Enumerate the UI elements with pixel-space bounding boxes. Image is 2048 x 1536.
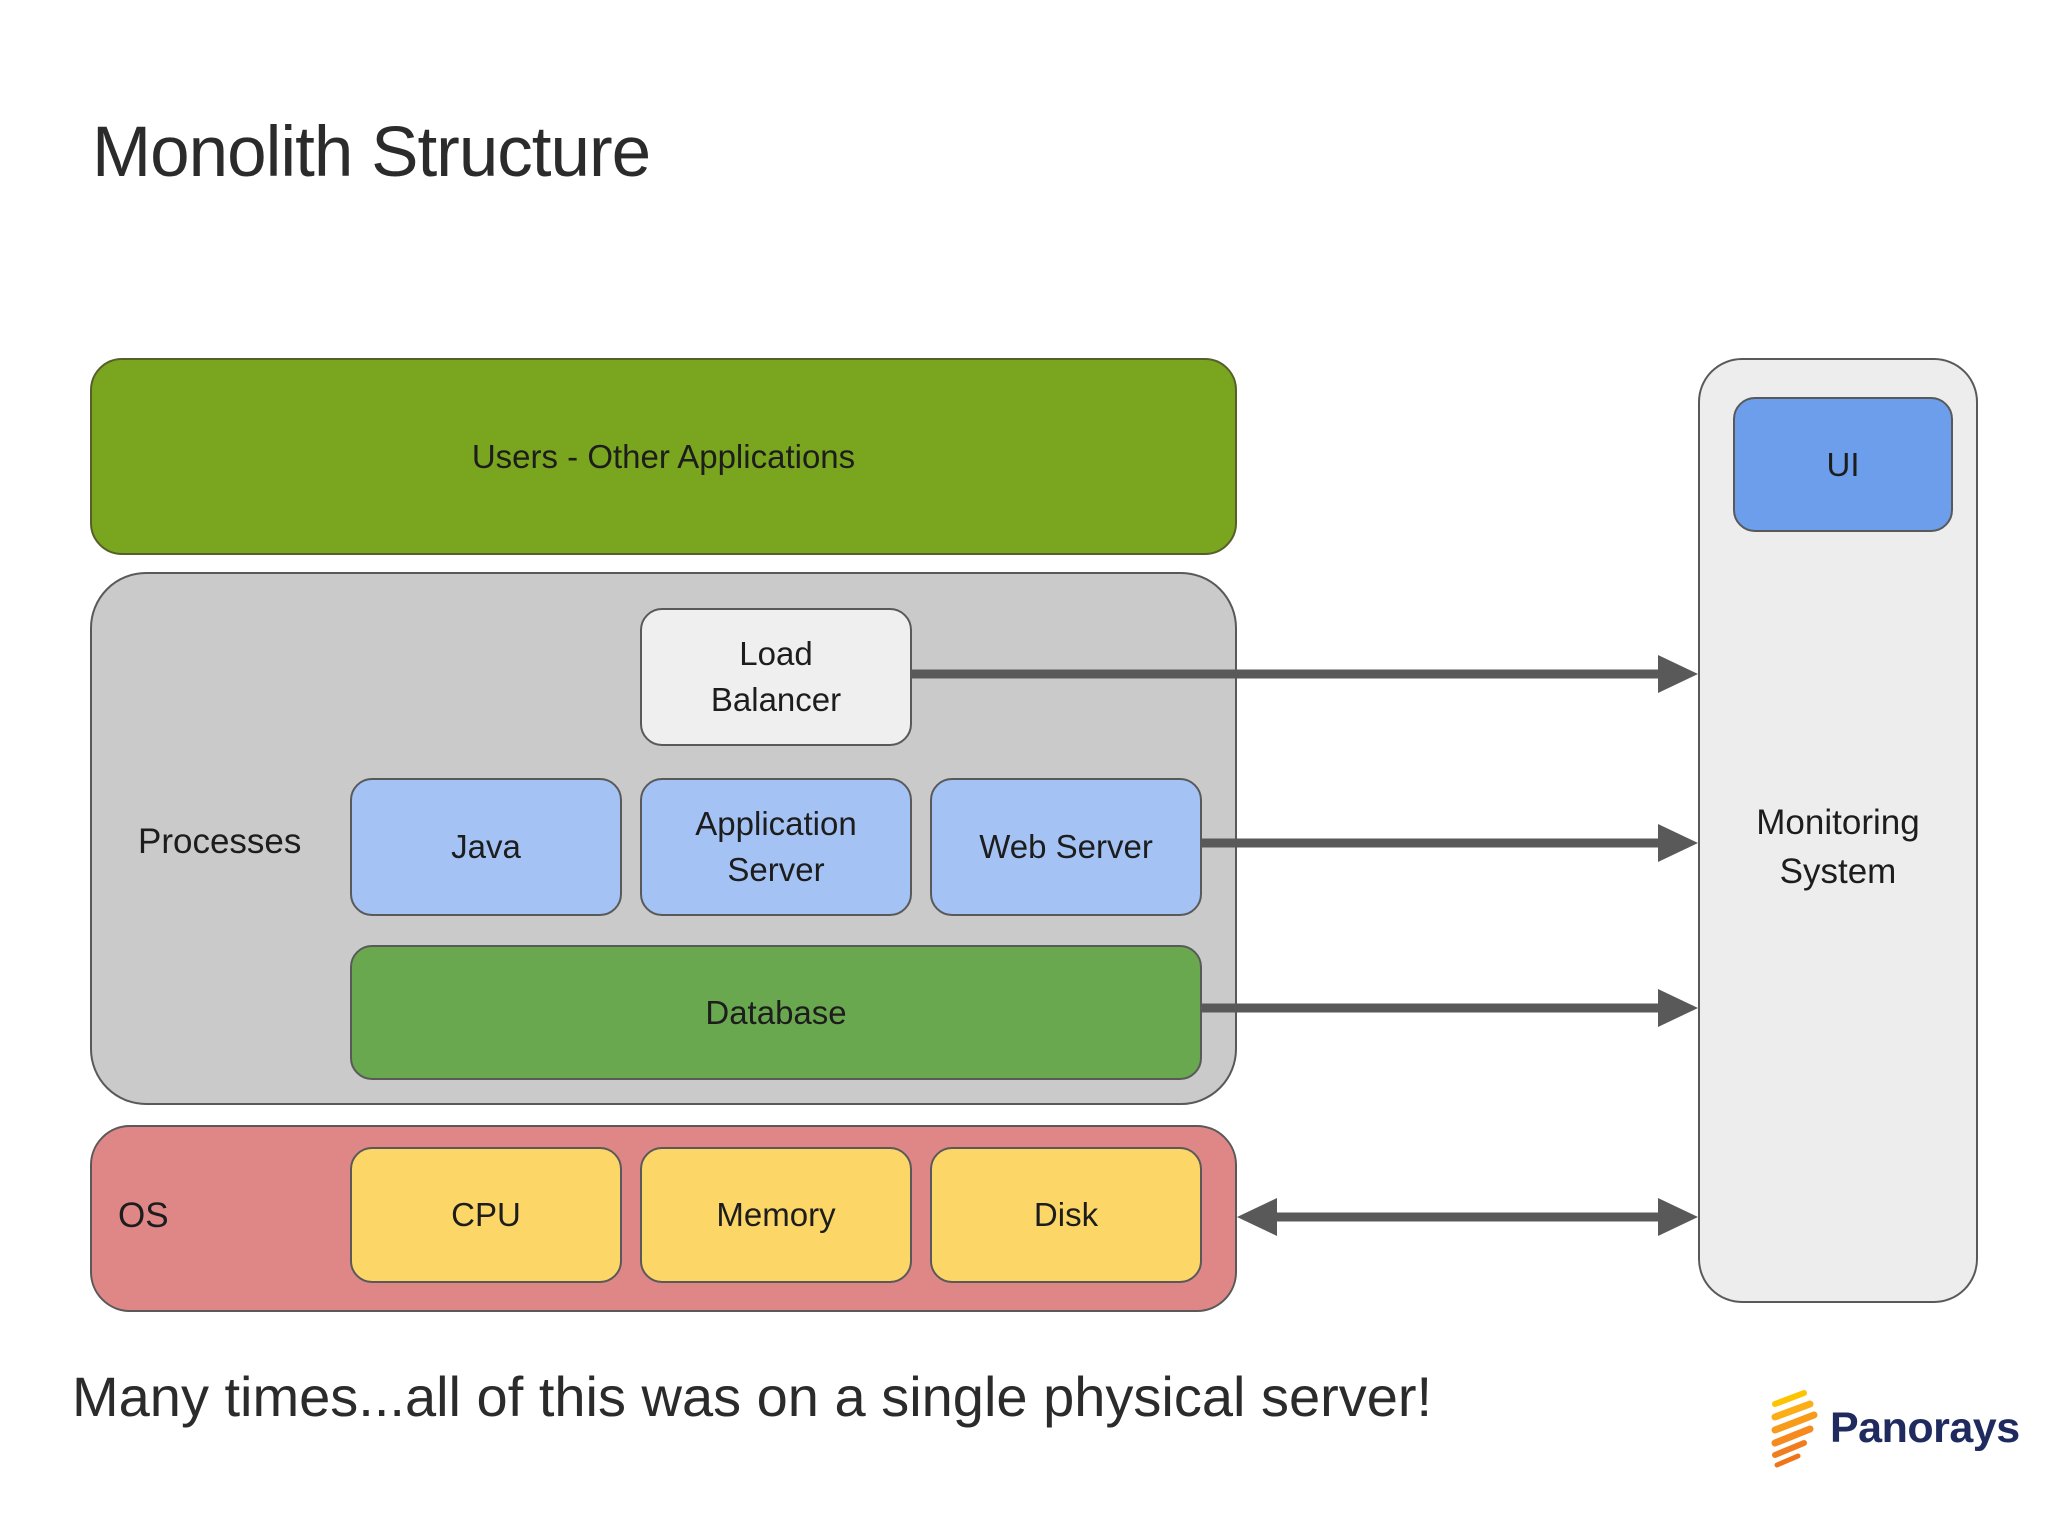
- processes-label: Processes: [138, 822, 302, 861]
- users-other-applications-box: Users - Other Applications: [90, 358, 1237, 555]
- memory-box: Memory: [640, 1147, 912, 1283]
- java-box: Java: [350, 778, 622, 916]
- os-label: OS: [118, 1196, 169, 1235]
- load-balancer-label: Load Balancer: [710, 635, 842, 718]
- database-box: Database: [350, 945, 1202, 1080]
- application-server-label: Application Server: [695, 805, 857, 888]
- page-title: Monolith Structure: [92, 113, 651, 192]
- load-balancer-box: Load Balancer: [640, 608, 912, 746]
- ui-label: UI: [1826, 445, 1860, 483]
- java-label: Java: [451, 828, 521, 866]
- arrow-os-monitoring-bidirectional-icon: [1237, 1198, 1698, 1236]
- memory-label: Memory: [716, 1196, 836, 1234]
- disk-label: Disk: [1033, 1196, 1099, 1234]
- cpu-label: CPU: [451, 1196, 521, 1234]
- arrow-web-server-to-monitoring-icon: [1202, 824, 1698, 862]
- arrow-load-balancer-to-monitoring-icon: [912, 655, 1698, 693]
- ui-box: UI: [1733, 397, 1953, 532]
- web-server-box: Web Server: [930, 778, 1202, 916]
- database-label: Database: [705, 993, 847, 1031]
- web-server-label: Web Server: [979, 828, 1153, 866]
- monitoring-system-label: Monitoring System: [1756, 803, 1920, 891]
- cpu-box: CPU: [350, 1147, 622, 1283]
- caption-text: Many times...all of this was on a single…: [72, 1365, 1433, 1428]
- panorays-rays-icon: [1771, 1390, 1818, 1468]
- panorays-logo-text: Panorays: [1830, 1403, 2020, 1452]
- panorays-logo: Panorays: [1768, 1386, 2028, 1470]
- disk-box: Disk: [930, 1147, 1202, 1283]
- users-other-applications-label: Users - Other Applications: [471, 437, 856, 475]
- arrow-database-to-monitoring-icon: [1202, 989, 1698, 1027]
- application-server-box: Application Server: [640, 778, 912, 916]
